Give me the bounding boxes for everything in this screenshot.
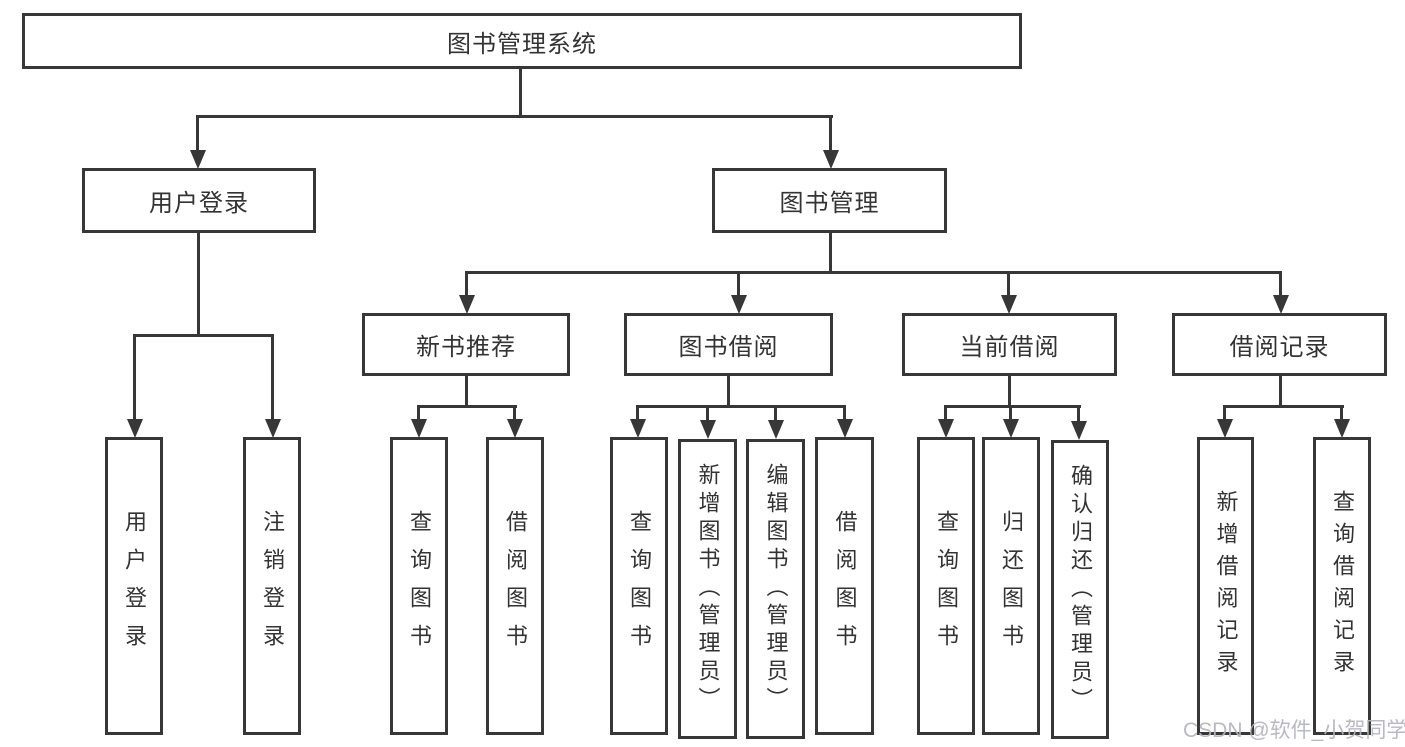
arrow-down-icon <box>411 419 427 438</box>
node-leaf-borrow-books-recommend: 借阅图书 <box>486 437 544 735</box>
connector-line <box>1223 405 1226 421</box>
connector-line <box>636 405 846 408</box>
node-leaf-add-book-admin: 新增图书（管理员） <box>678 439 737 739</box>
connector-line <box>829 115 832 152</box>
connector-line <box>636 405 639 421</box>
node-new-book-recommend: 新书推荐 <box>362 313 570 376</box>
node-label: 查询图书 <box>627 510 652 662</box>
node-label: 编辑图书（管理员） <box>763 463 789 715</box>
connector-line <box>944 405 947 421</box>
connector-line <box>417 405 420 421</box>
node-leaf-user-login: 用户登录 <box>105 437 163 735</box>
connector-line <box>465 375 468 408</box>
connector-line <box>706 405 709 421</box>
connector-line <box>133 334 136 420</box>
node-label: 查询图书 <box>407 510 432 662</box>
node-leaf-query-books-current: 查询图书 <box>917 437 975 735</box>
node-label: 借阅记录 <box>1229 334 1330 361</box>
connector-line <box>196 115 833 118</box>
connector-line <box>1009 405 1012 421</box>
arrow-down-icon <box>768 420 784 439</box>
arrow-down-icon <box>459 295 475 314</box>
connector-line <box>1279 375 1282 408</box>
connector-line <box>513 405 516 421</box>
node-label: 查询图书 <box>934 510 959 662</box>
node-book-borrow: 图书借阅 <box>624 313 833 376</box>
arrow-down-icon <box>265 419 281 438</box>
node-leaf-edit-book-admin: 编辑图书（管理员） <box>746 439 805 739</box>
arrow-down-icon <box>190 150 206 169</box>
node-leaf-logout: 注销登录 <box>243 437 301 735</box>
node-label: 图书借阅 <box>678 334 779 361</box>
connector-line <box>1340 405 1343 421</box>
node-root-label: 图书管理系统 <box>447 30 597 58</box>
arrow-down-icon <box>1273 295 1289 314</box>
connector-line <box>829 232 832 273</box>
arrow-down-icon <box>1334 419 1350 438</box>
connector-line <box>1223 405 1344 408</box>
node-current-borrow: 当前借阅 <box>902 313 1117 376</box>
node-root: 图书管理系统 <box>22 13 1022 69</box>
connector-line <box>519 68 522 118</box>
arrow-down-icon <box>507 419 523 438</box>
arrow-down-icon <box>1003 419 1019 438</box>
connector-line <box>271 334 274 420</box>
node-leaf-borrow-books: 借阅图书 <box>815 437 874 735</box>
arrow-down-icon <box>1217 419 1233 438</box>
arrow-down-icon <box>1001 295 1017 314</box>
connector-line <box>197 231 200 337</box>
arrow-down-icon <box>823 150 839 169</box>
connector-line <box>1279 271 1282 297</box>
node-label: 新增借阅记录 <box>1213 490 1239 682</box>
connector-line <box>774 405 777 421</box>
node-label: 用户登录 <box>122 510 147 662</box>
node-label: 图书管理 <box>779 190 880 217</box>
arrow-down-icon <box>837 419 853 438</box>
connector-line <box>1007 271 1010 297</box>
connector-line <box>727 375 730 408</box>
connector-line <box>944 405 1081 408</box>
node-label: 新增图书（管理员） <box>695 463 721 715</box>
node-leaf-return-books: 归还图书 <box>982 437 1040 735</box>
connector-line <box>465 271 1282 274</box>
arrow-down-icon <box>630 419 646 438</box>
node-label: 用户登录 <box>149 190 249 217</box>
node-borrow-records: 借阅记录 <box>1172 313 1387 376</box>
node-label: 借阅图书 <box>503 510 528 662</box>
node-label: 注销登录 <box>260 510 285 662</box>
arrow-down-icon <box>127 419 143 438</box>
connector-line <box>465 271 468 297</box>
node-leaf-query-books-borrow: 查询图书 <box>610 437 668 735</box>
node-user-login: 用户登录 <box>82 168 316 233</box>
watermark: CSDN @软件_小贺同学 <box>1183 719 1405 742</box>
node-label: 确认归还（管理员） <box>1068 463 1093 716</box>
connector-line <box>737 271 740 297</box>
node-leaf-query-books-recommend: 查询图书 <box>390 437 448 735</box>
arrow-down-icon <box>938 419 954 438</box>
connector-line <box>1077 405 1080 421</box>
connector-line <box>417 405 517 408</box>
node-label: 归还图书 <box>999 510 1024 662</box>
connector-line <box>196 115 199 152</box>
node-leaf-add-borrow-record: 新增借阅记录 <box>1197 437 1254 735</box>
node-label: 查询借阅记录 <box>1330 490 1355 682</box>
arrow-down-icon <box>731 295 747 314</box>
node-label: 新书推荐 <box>416 334 516 361</box>
node-label: 当前借阅 <box>959 334 1060 361</box>
node-leaf-confirm-return-admin: 确认归还（管理员） <box>1051 440 1109 739</box>
connector-line <box>133 334 274 337</box>
node-leaf-query-borrow-record: 查询借阅记录 <box>1313 437 1371 735</box>
node-book-management: 图书管理 <box>712 168 947 233</box>
connector-line <box>843 405 846 421</box>
arrow-down-icon <box>1071 421 1087 440</box>
connector-line <box>1008 375 1011 408</box>
arrow-down-icon <box>700 420 716 439</box>
node-label: 借阅图书 <box>832 510 858 662</box>
